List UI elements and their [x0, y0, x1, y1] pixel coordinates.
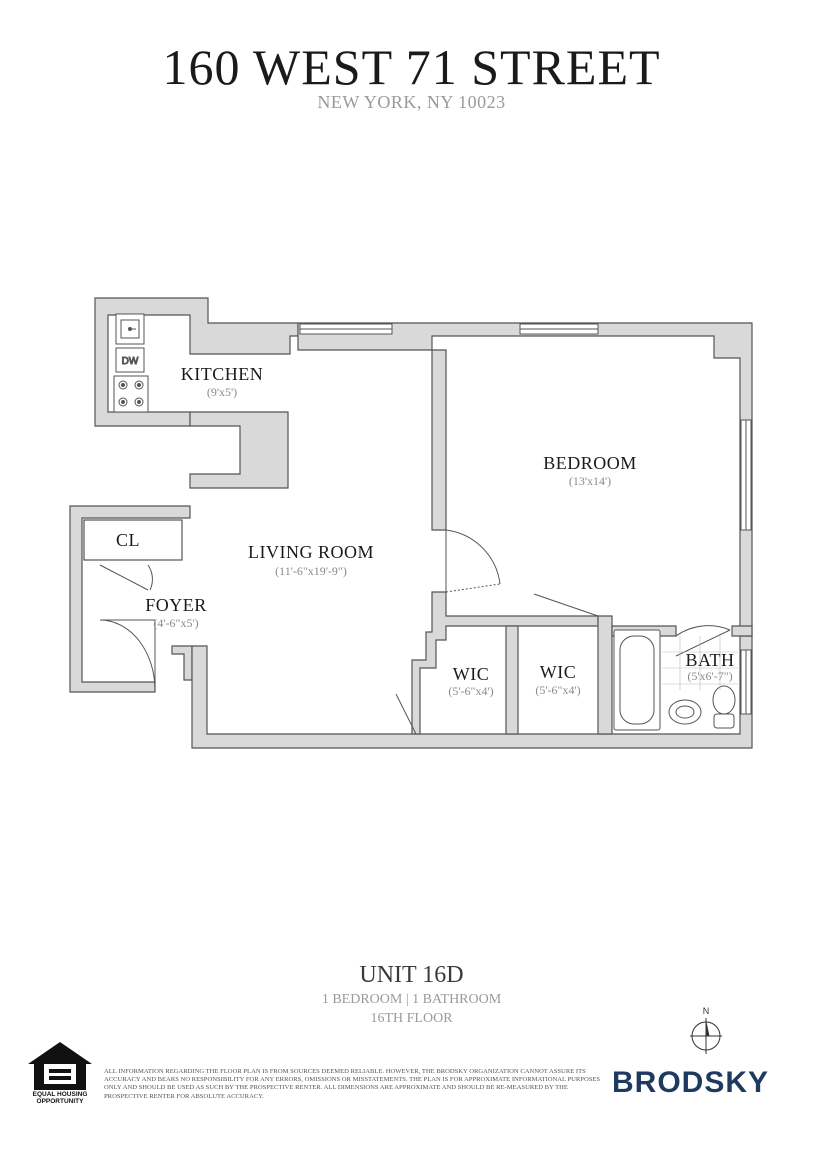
- wic-divider-2: [597, 615, 613, 735]
- kitchen-dims: (9'x5'): [207, 385, 237, 399]
- top-wall: [297, 322, 753, 637]
- foyer-label: FOYER: [145, 595, 207, 615]
- bedroom-label: BEDROOM: [543, 453, 637, 473]
- kitchen-label: KITCHEN: [181, 364, 264, 384]
- wic2-door: [533, 593, 599, 617]
- dishwasher: [115, 347, 145, 373]
- wic2-label: WIC: [540, 662, 577, 682]
- bath-label: BATH: [685, 650, 734, 670]
- disclaimer: All information regarding the floor plan…: [104, 1068, 601, 1100]
- bedroom-dims: (13'x14'): [569, 474, 611, 488]
- living-room-dims: (11'-6"x19'-9"): [275, 564, 347, 578]
- foyer-stub: [171, 645, 193, 681]
- compass-north-label: N: [703, 1006, 710, 1016]
- kitchen-counter: [189, 411, 289, 489]
- unit-title: UNIT 16D: [359, 962, 464, 988]
- partition-wall-lower: [411, 591, 599, 735]
- wic1-label: WIC: [453, 664, 490, 684]
- kitchen-appliances: DW: [113, 313, 149, 413]
- living-room-label: LIVING ROOM: [248, 542, 374, 562]
- equal-housing-text: EQUAL HOUSING OPPORTUNITY: [32, 1091, 88, 1105]
- address-title: 160 WEST 71 STREET: [162, 39, 661, 95]
- bath-dims: (5'x6'-7"): [687, 669, 732, 683]
- unit-floor: 16TH FLOOR: [370, 1011, 453, 1026]
- stove: [113, 375, 149, 413]
- wic2-dims: (5'-6"x4'): [535, 683, 580, 697]
- foyer-left-wall: [69, 505, 191, 693]
- wic1-door: [395, 693, 417, 735]
- equal-housing-icon: [28, 1042, 92, 1090]
- bath-wall-right: [731, 625, 753, 637]
- compass: N: [690, 1006, 722, 1054]
- closet-door: [99, 564, 149, 591]
- bath-fixtures: [613, 629, 738, 731]
- wic1-dims: (5'-6"x4'): [448, 684, 493, 698]
- toilet: [712, 685, 736, 715]
- foyer-dims: (4'-6"x5'): [153, 616, 198, 630]
- closet-label: CL: [116, 530, 140, 550]
- city-subtitle: NEW YORK, NY 10023: [317, 92, 506, 112]
- unit-layout: 1 BEDROOM | 1 BATHROOM: [321, 992, 502, 1007]
- windows: [299, 323, 752, 715]
- dishwasher-label: DW: [122, 356, 139, 367]
- partition-wall: [431, 349, 447, 531]
- wic-divider-1: [505, 625, 519, 735]
- brand-logo: BRODSKY: [612, 1066, 770, 1099]
- bath-door: [675, 629, 731, 657]
- closet-box: [83, 519, 183, 561]
- doors: [99, 529, 731, 735]
